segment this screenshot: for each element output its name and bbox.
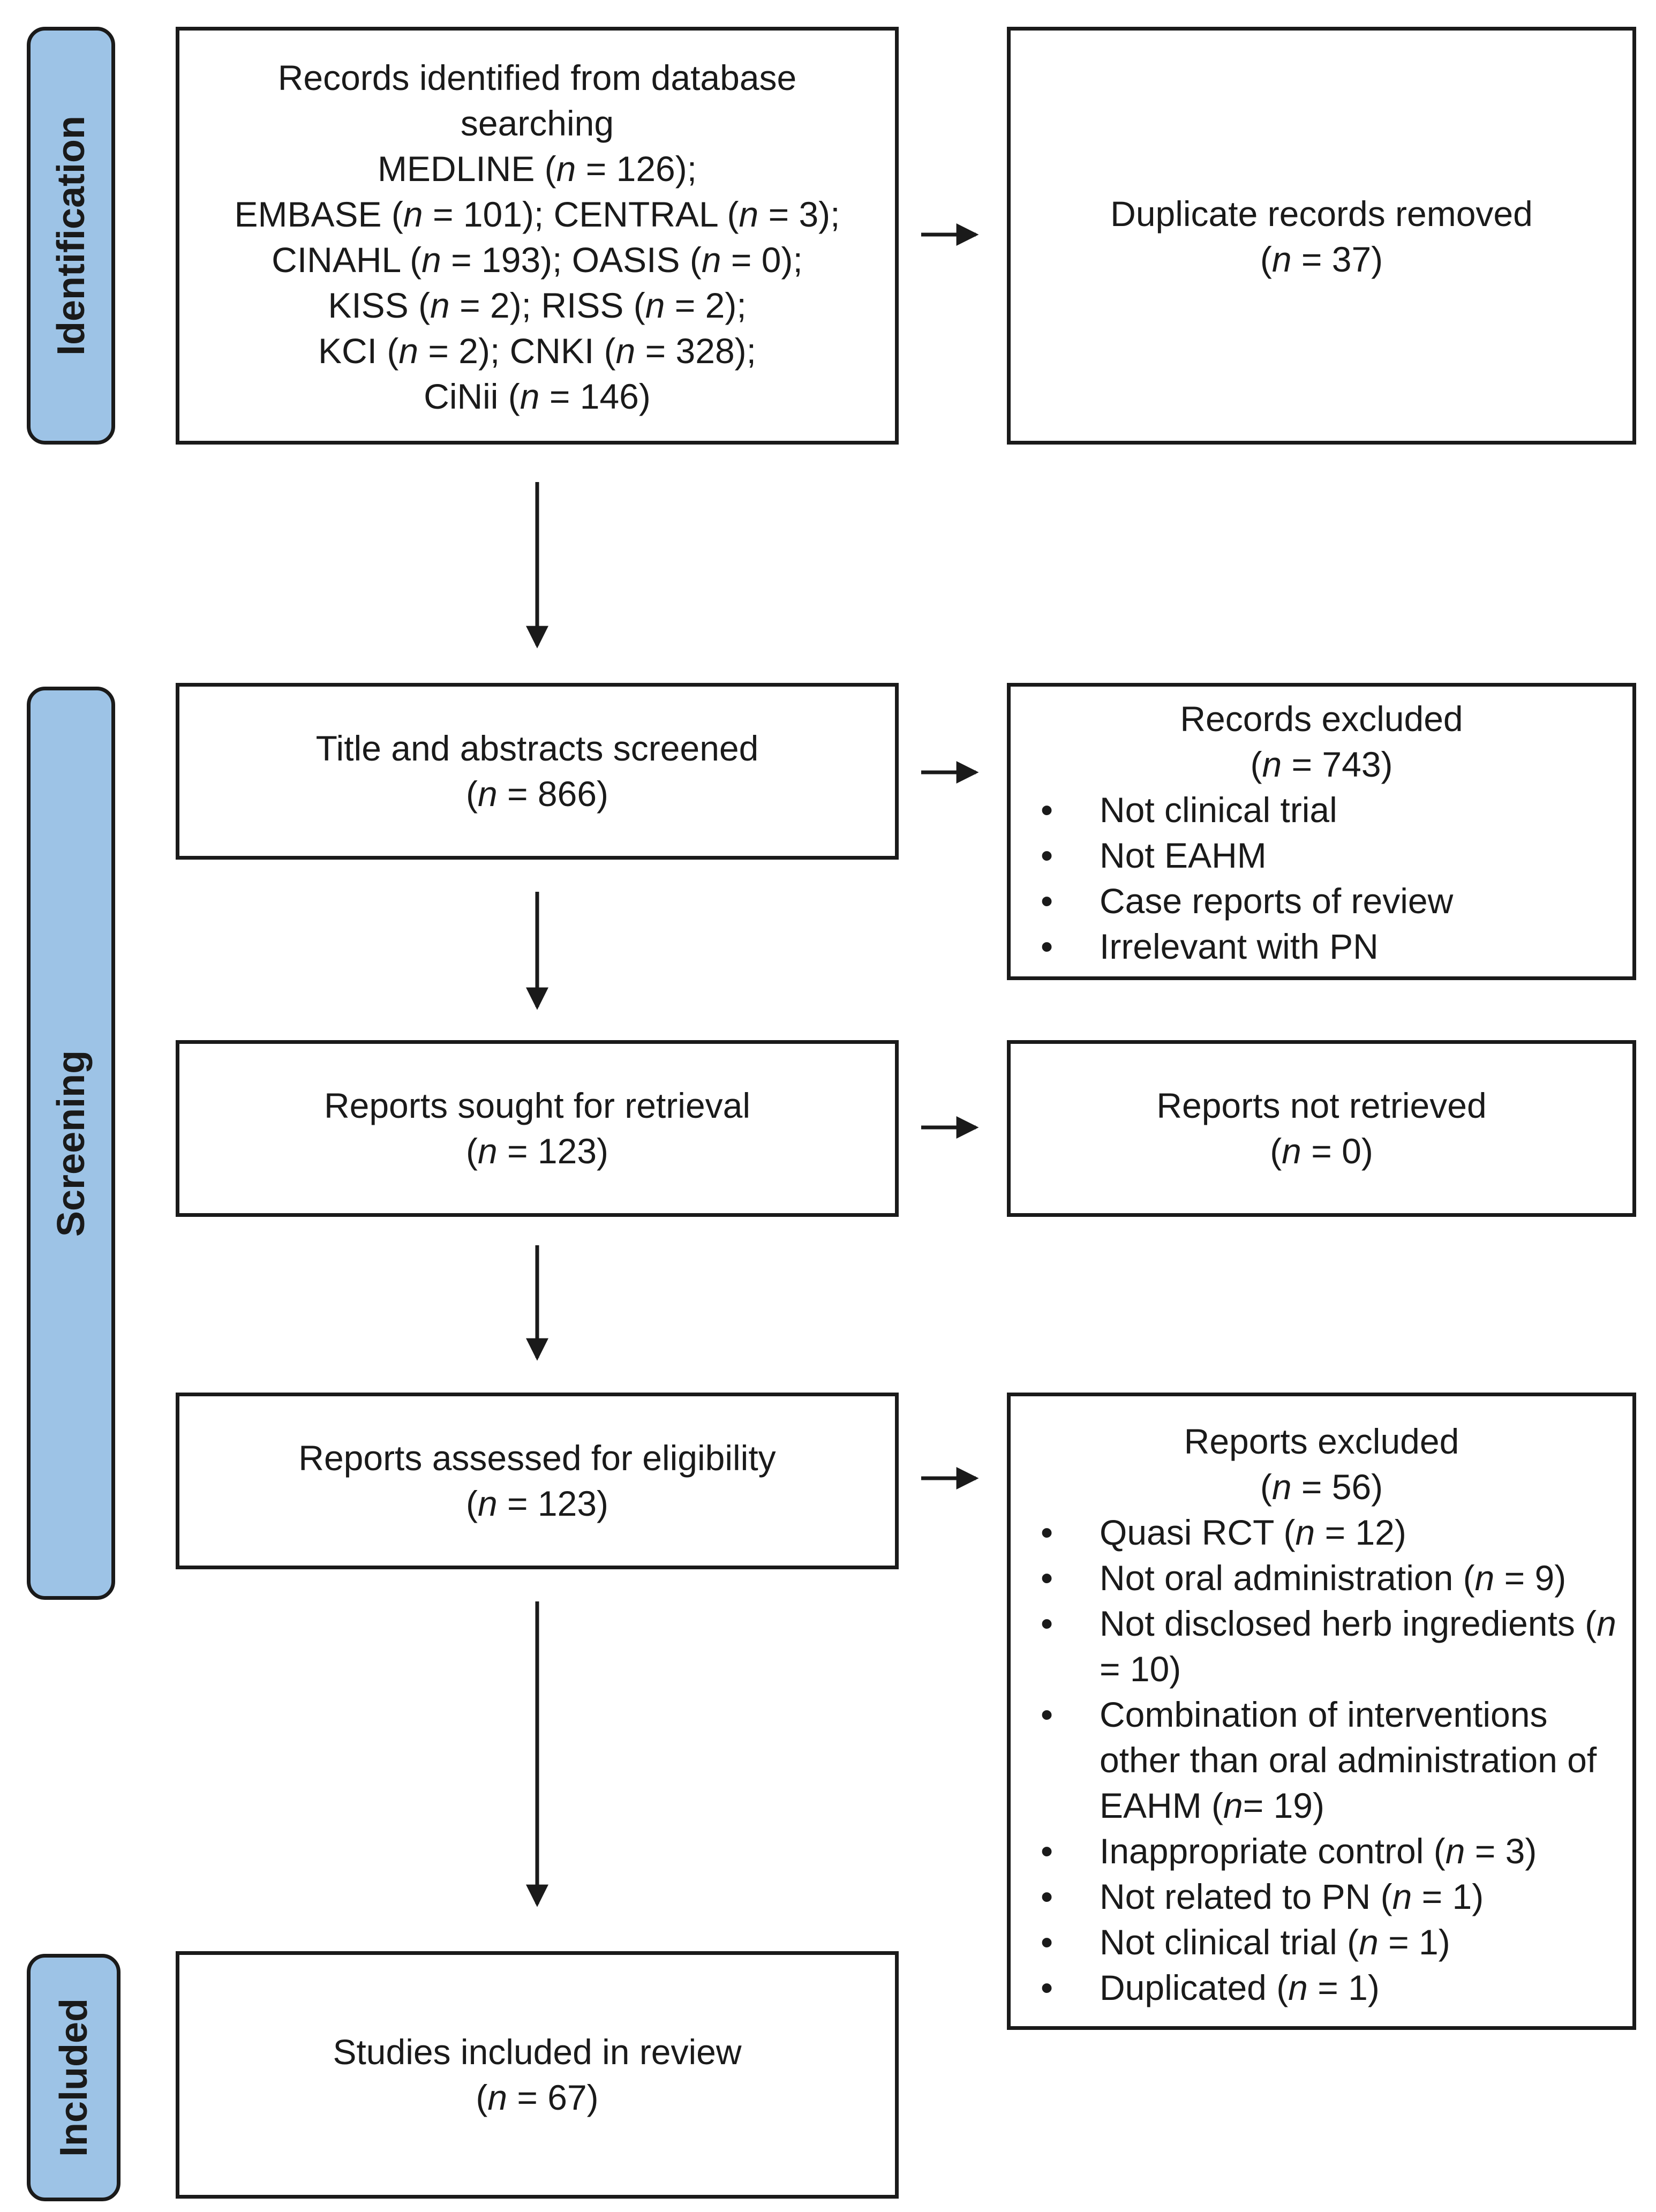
phase-identification: Identification [27, 27, 115, 445]
list-item: Duplicated (n = 1) [1011, 1965, 1632, 2011]
list-item: Quasi RCT (n = 12) [1011, 1510, 1632, 1555]
phase-included: Included [27, 1954, 121, 2201]
sought-title: Reports sought for retrieval [323, 1086, 751, 1125]
included-count: (n = 67) [476, 2078, 599, 2117]
phase-screening: Screening [27, 687, 115, 1600]
list-item: Not EAHM [1011, 833, 1632, 878]
reports-excluded-box: Reports excluded (n = 56) Quasi RCT (n =… [1007, 1393, 1636, 2030]
not-retrieved-title: Reports not retrieved [1156, 1086, 1487, 1125]
studies-included-box: Studies included in review (n = 67) [176, 1951, 899, 2199]
list-item: Irrelevant with PN [1011, 924, 1632, 969]
screened-count: (n = 866) [465, 774, 609, 814]
reports-not-retrieved-box: Reports not retrieved (n = 0) [1007, 1040, 1636, 1217]
identification-line: searching [460, 103, 614, 143]
list-item: Not clinical trial [1011, 787, 1632, 833]
screened-box: Title and abstracts screened (n = 866) [176, 683, 899, 860]
records-excluded-count: (n = 743) [1250, 744, 1393, 784]
list-item: Combination of interventions other than … [1011, 1692, 1632, 1829]
list-item: Not oral administration (n = 9) [1011, 1555, 1632, 1601]
list-item: Inappropriate control (n = 3) [1011, 1829, 1632, 1874]
list-item: Not clinical trial (n = 1) [1011, 1920, 1632, 1965]
duplicates-title: Duplicate records removed [1110, 194, 1533, 234]
sought-count: (n = 123) [465, 1131, 609, 1171]
reports-excluded-list: Quasi RCT (n = 12) Not oral administrati… [1011, 1510, 1632, 2011]
records-excluded-title: Records excluded [1180, 699, 1463, 739]
identification-line: MEDLINE (n = 126); [377, 149, 697, 189]
identification-line: Records identified from database [277, 58, 797, 97]
records-excluded-box: Records excluded (n = 743) Not clinical … [1007, 683, 1636, 980]
reports-sought-box: Reports sought for retrieval (n = 123) [176, 1040, 899, 1217]
identification-line: CINAHL (n = 193); OASIS (n = 0); [272, 240, 803, 280]
reports-excluded-title: Reports excluded [1184, 1421, 1459, 1461]
screened-title: Title and abstracts screened [315, 728, 759, 768]
not-retrieved-count: (n = 0) [1270, 1131, 1373, 1171]
identification-line: EMBASE (n = 101); CENTRAL (n = 3); [234, 194, 840, 234]
records-excluded-list: Not clinical trial Not EAHM Case reports… [1011, 787, 1632, 969]
identification-line: KISS (n = 2); RISS (n = 2); [328, 285, 747, 325]
reports-assessed-box: Reports assessed for eligibility (n = 12… [176, 1393, 899, 1569]
identification-line: CiNii (n = 146) [424, 377, 651, 416]
included-title: Studies included in review [333, 2032, 742, 2072]
records-identified-box: Records identified from database searchi… [176, 27, 899, 445]
duplicates-removed-box: Duplicate records removed (n = 37) [1007, 27, 1636, 445]
list-item: Not disclosed herb ingredients (n = 10) [1011, 1601, 1632, 1692]
reports-excluded-count: (n = 56) [1260, 1467, 1383, 1507]
list-item: Not related to PN (n = 1) [1011, 1874, 1632, 1920]
identification-line: KCI (n = 2); CNKI (n = 328); [318, 331, 756, 371]
assessed-count: (n = 123) [465, 1484, 609, 1523]
duplicates-count: (n = 37) [1260, 239, 1383, 279]
list-item: Case reports of review [1011, 878, 1632, 924]
assessed-title: Reports assessed for eligibility [298, 1438, 776, 1478]
